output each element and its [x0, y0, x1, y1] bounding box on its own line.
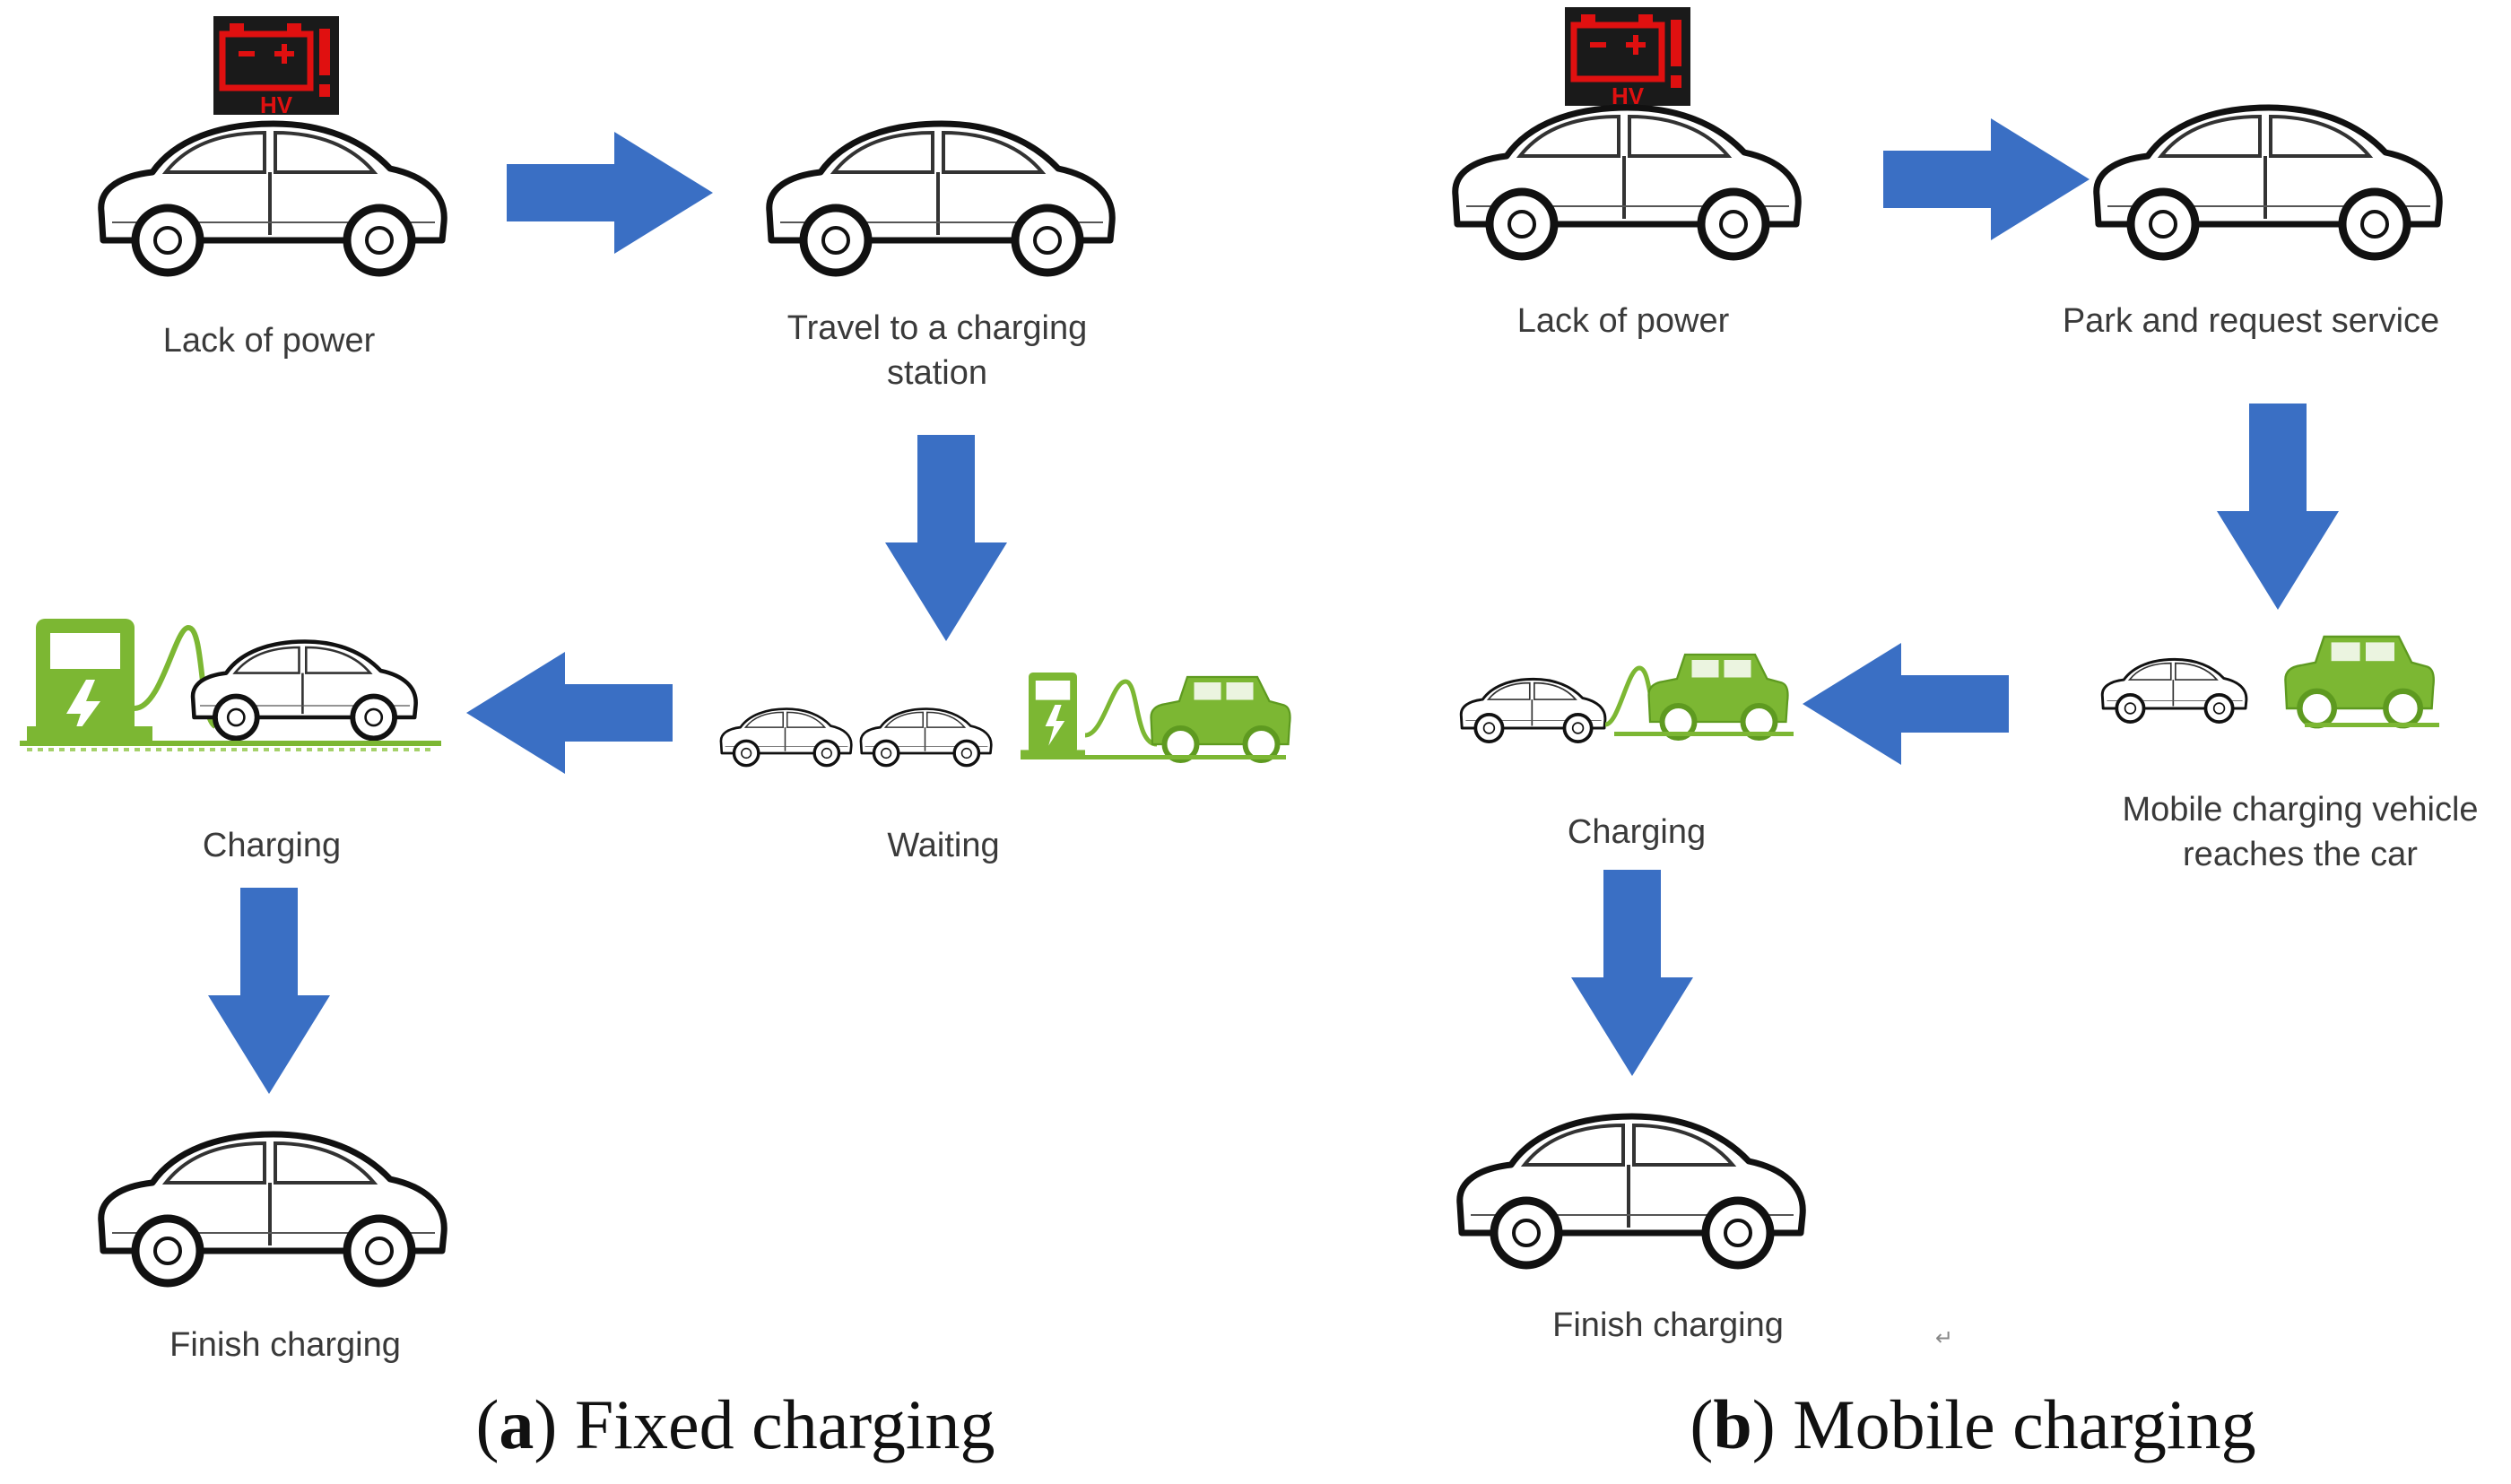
label-lack-of-power: Lack of power: [163, 322, 376, 360]
car-icon: [769, 124, 1112, 273]
panel-a: Lack of power Travel to a charging stati…: [20, 16, 1290, 1364]
arrow-down-icon: [208, 888, 330, 1094]
car-icon: [101, 1134, 444, 1283]
mobile-arrival-scene: [2100, 637, 2439, 727]
arrow-down-icon: [1571, 870, 1693, 1076]
car-icon: [193, 642, 416, 739]
charging-station-icon: [1021, 673, 1085, 757]
return-mark: ↵: [1935, 1325, 1953, 1350]
label-charging: Charging: [1568, 813, 1706, 851]
waiting-scene: [719, 673, 1290, 768]
green-vehicle-icon: [1649, 655, 1788, 738]
arrow-right-icon: [507, 132, 713, 254]
panel-b: Lack of power Park and request service M…: [1455, 7, 2479, 1350]
arrow-down-icon: [885, 435, 1007, 641]
label-waiting: Waiting: [887, 827, 999, 864]
label-mobile-line2: reaches the car: [2183, 836, 2418, 873]
label-finish-charging: Finish charging: [169, 1326, 401, 1364]
mobile-charging-scene: [1459, 655, 1794, 744]
arrow-left-icon: [1803, 643, 2009, 765]
battery-warning-icon: [213, 16, 339, 118]
arrow-down-icon: [2217, 404, 2339, 610]
green-vehicle-icon: [1151, 677, 1290, 760]
caption-b: (b) Mobile charging: [1690, 1385, 2255, 1463]
label-charging: Charging: [203, 827, 341, 864]
car-icon: [2100, 657, 2248, 725]
label-park-request: Park and request service: [2063, 302, 2439, 340]
car-icon: [1455, 108, 1798, 256]
battery-warning-icon: [1565, 7, 1690, 109]
fixed-charging-scene: [20, 619, 441, 751]
label-travel-line2: station: [887, 354, 987, 392]
label-lack-of-power: Lack of power: [1517, 302, 1730, 340]
label-finish-charging: Finish charging: [1552, 1306, 1784, 1344]
arrow-right-icon: [1883, 118, 2090, 240]
label-mobile-line1: Mobile charging vehicle: [2122, 791, 2478, 829]
car-icon: [719, 707, 854, 768]
green-vehicle-icon: [2285, 637, 2433, 725]
arrow-left-icon: [466, 652, 673, 774]
caption-a: (a) Fixed charging: [475, 1385, 995, 1463]
label-travel-line1: Travel to a charging: [787, 309, 1087, 347]
car-icon: [859, 707, 994, 768]
car-icon: [1459, 677, 1607, 744]
car-icon: [1460, 1116, 1803, 1265]
car-icon: [101, 124, 444, 273]
car-icon: [2097, 108, 2439, 256]
